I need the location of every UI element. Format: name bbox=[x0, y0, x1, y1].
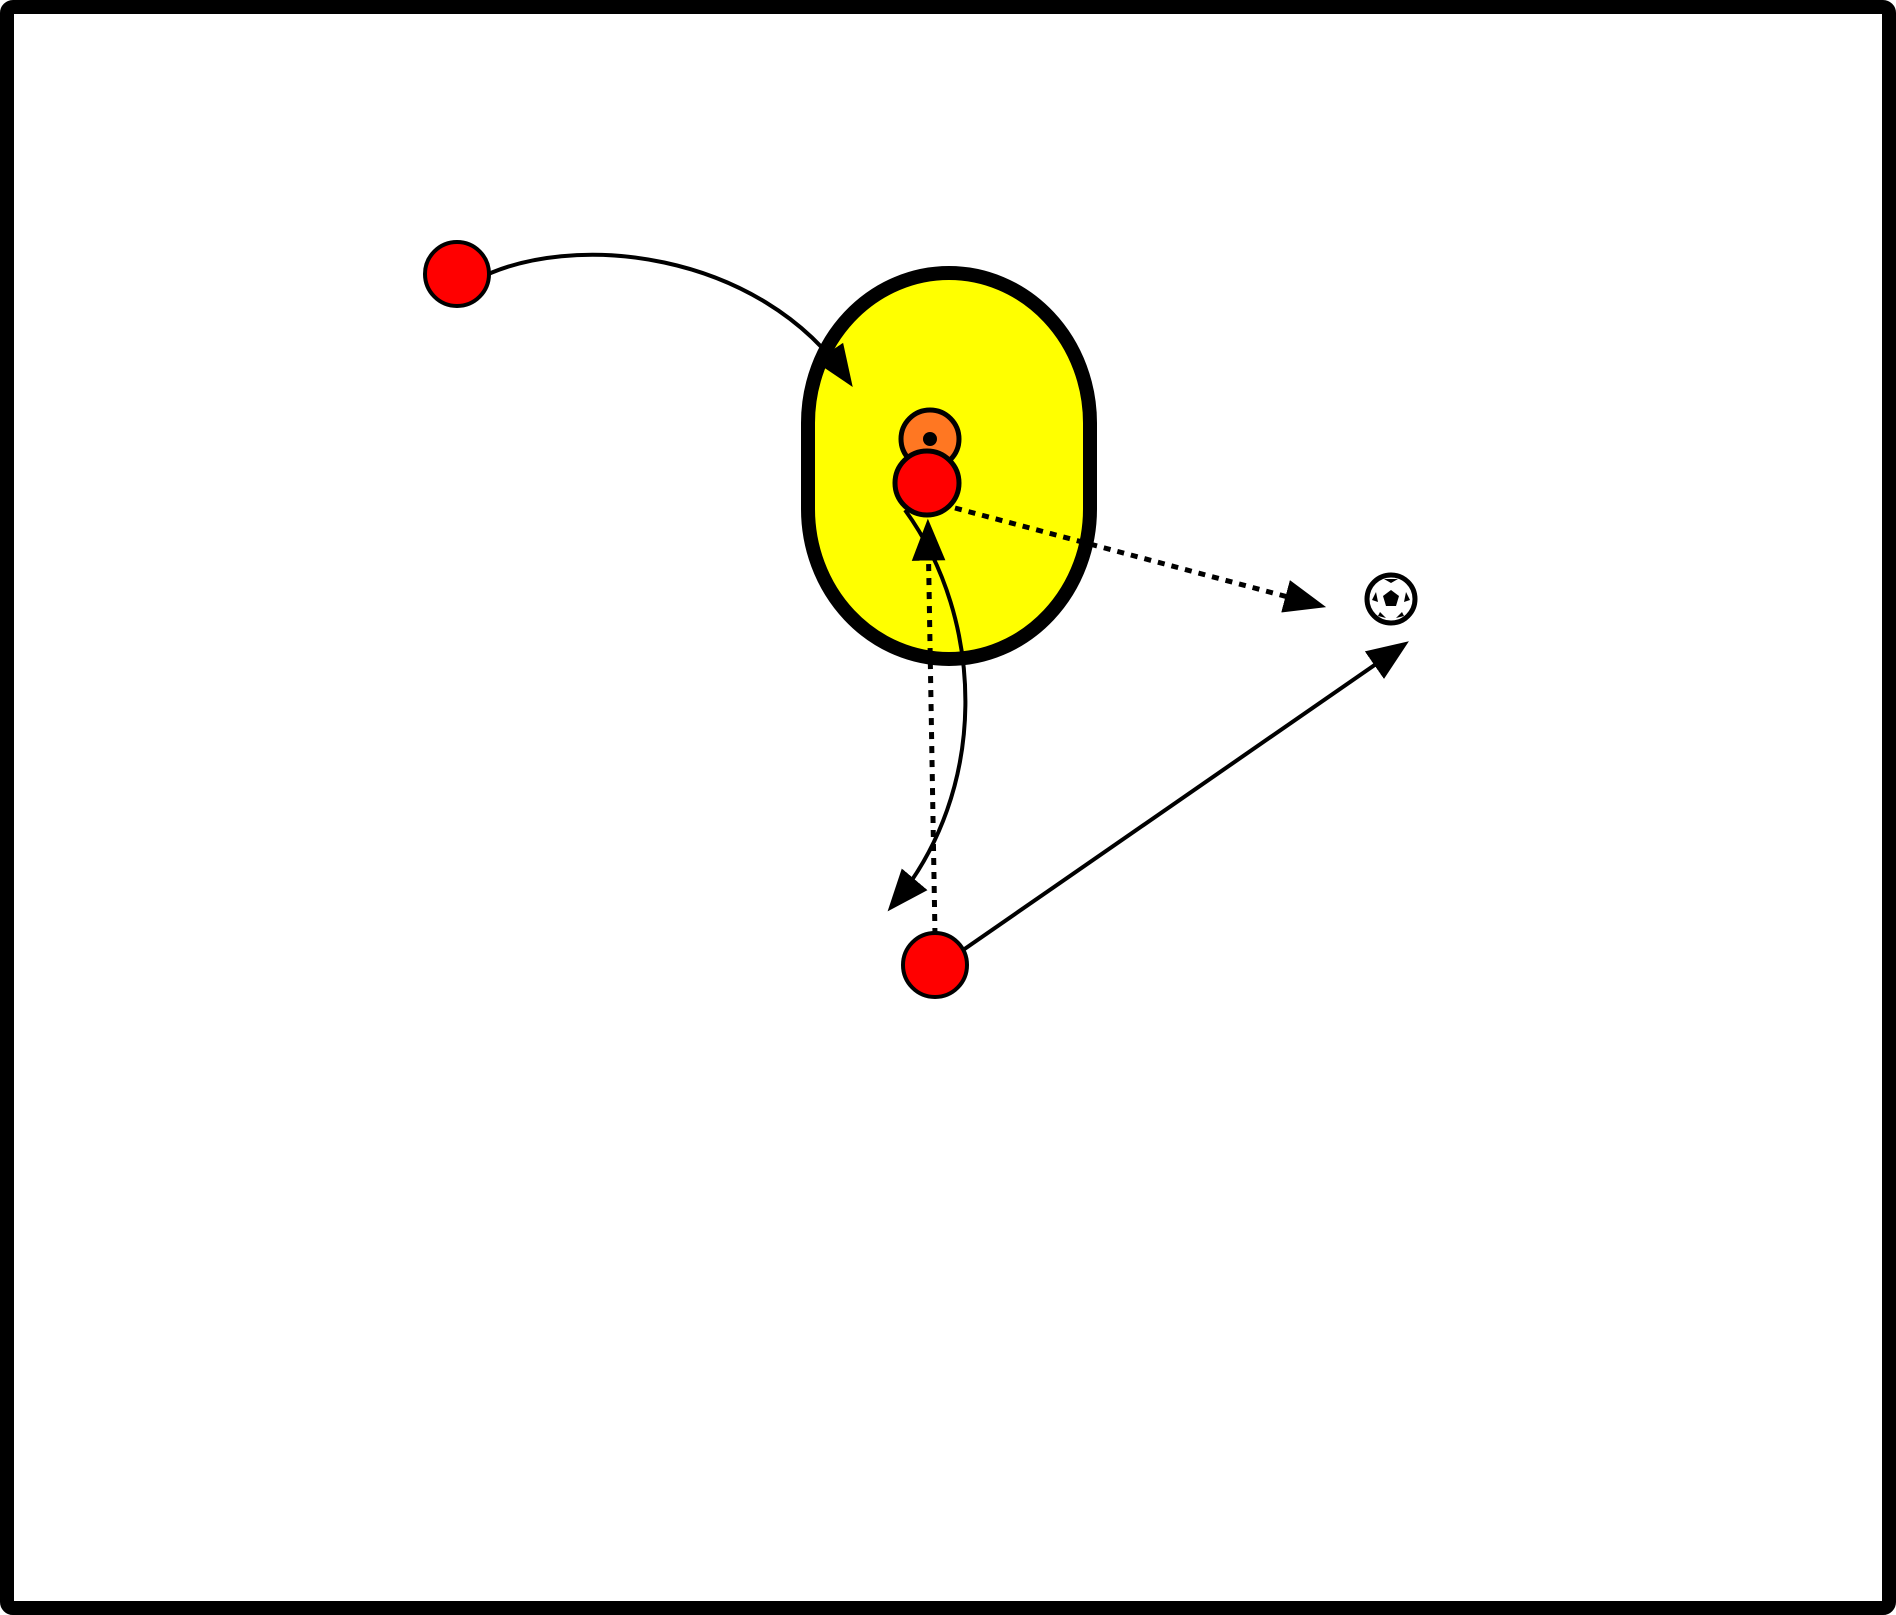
run-arrow-to-ball bbox=[951, 641, 1409, 959]
pass-arrow-dotted-to-ball bbox=[954, 505, 1327, 613]
ball-icon bbox=[1364, 572, 1418, 626]
player-icon bbox=[901, 931, 969, 999]
run-arrow-curved bbox=[475, 252, 853, 387]
run-arrow-curved-down bbox=[887, 508, 968, 912]
pass-arrow-dotted-up bbox=[911, 518, 946, 936]
player-icon bbox=[892, 448, 962, 518]
player-icon bbox=[423, 240, 491, 308]
